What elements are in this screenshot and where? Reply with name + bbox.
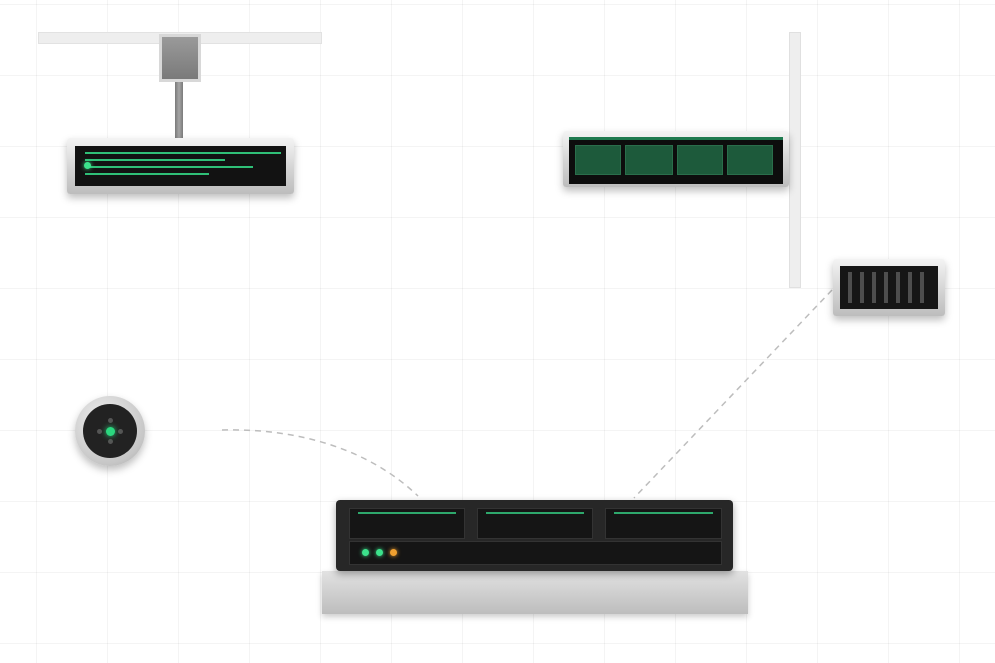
round-speaker[interactable] <box>75 396 145 466</box>
vent-slot <box>920 272 924 303</box>
status-led-3 <box>390 549 397 556</box>
vent-unit[interactable] <box>833 259 945 316</box>
control-console[interactable] <box>336 500 733 571</box>
bay-indicator <box>358 512 456 514</box>
display-line <box>85 159 225 161</box>
speaker-hole <box>118 429 123 434</box>
display-icon <box>569 137 783 184</box>
console-bay[interactable] <box>349 508 465 539</box>
console-stand <box>322 571 748 614</box>
bay-indicator <box>486 512 584 514</box>
display-tile <box>727 145 773 175</box>
speaker-hole <box>108 418 113 423</box>
ceiling-mount-bracket <box>159 34 201 82</box>
vent-slot <box>908 272 912 303</box>
vent-slot <box>896 272 900 303</box>
display-line <box>85 173 209 175</box>
display-tile <box>677 145 723 175</box>
speaker-icon <box>83 404 137 458</box>
bay-indicator <box>614 512 713 514</box>
ceiling-display[interactable] <box>67 138 294 194</box>
console-status-strip <box>349 541 722 565</box>
vent-slot <box>884 272 888 303</box>
connector-vent-console <box>633 289 833 499</box>
vent-slot <box>872 272 876 303</box>
status-led-1 <box>362 549 369 556</box>
speaker-hole <box>97 429 102 434</box>
display-line <box>85 166 253 168</box>
console-bay[interactable] <box>605 508 722 539</box>
status-led-2 <box>376 549 383 556</box>
vent-slot <box>860 272 864 303</box>
vent-slot <box>848 272 852 303</box>
connector-speaker-console <box>221 429 419 497</box>
vent-icon <box>840 266 938 309</box>
power-led <box>84 162 91 169</box>
speaker-hole <box>108 439 113 444</box>
display-icon <box>75 146 286 186</box>
console-bay[interactable] <box>477 508 593 539</box>
display-line <box>85 152 281 154</box>
speaker-led <box>106 427 115 436</box>
mount-pole <box>175 82 183 138</box>
wall-rail <box>789 32 801 288</box>
wall-display[interactable] <box>563 131 789 187</box>
display-tile <box>575 145 621 175</box>
display-tile <box>625 145 673 175</box>
